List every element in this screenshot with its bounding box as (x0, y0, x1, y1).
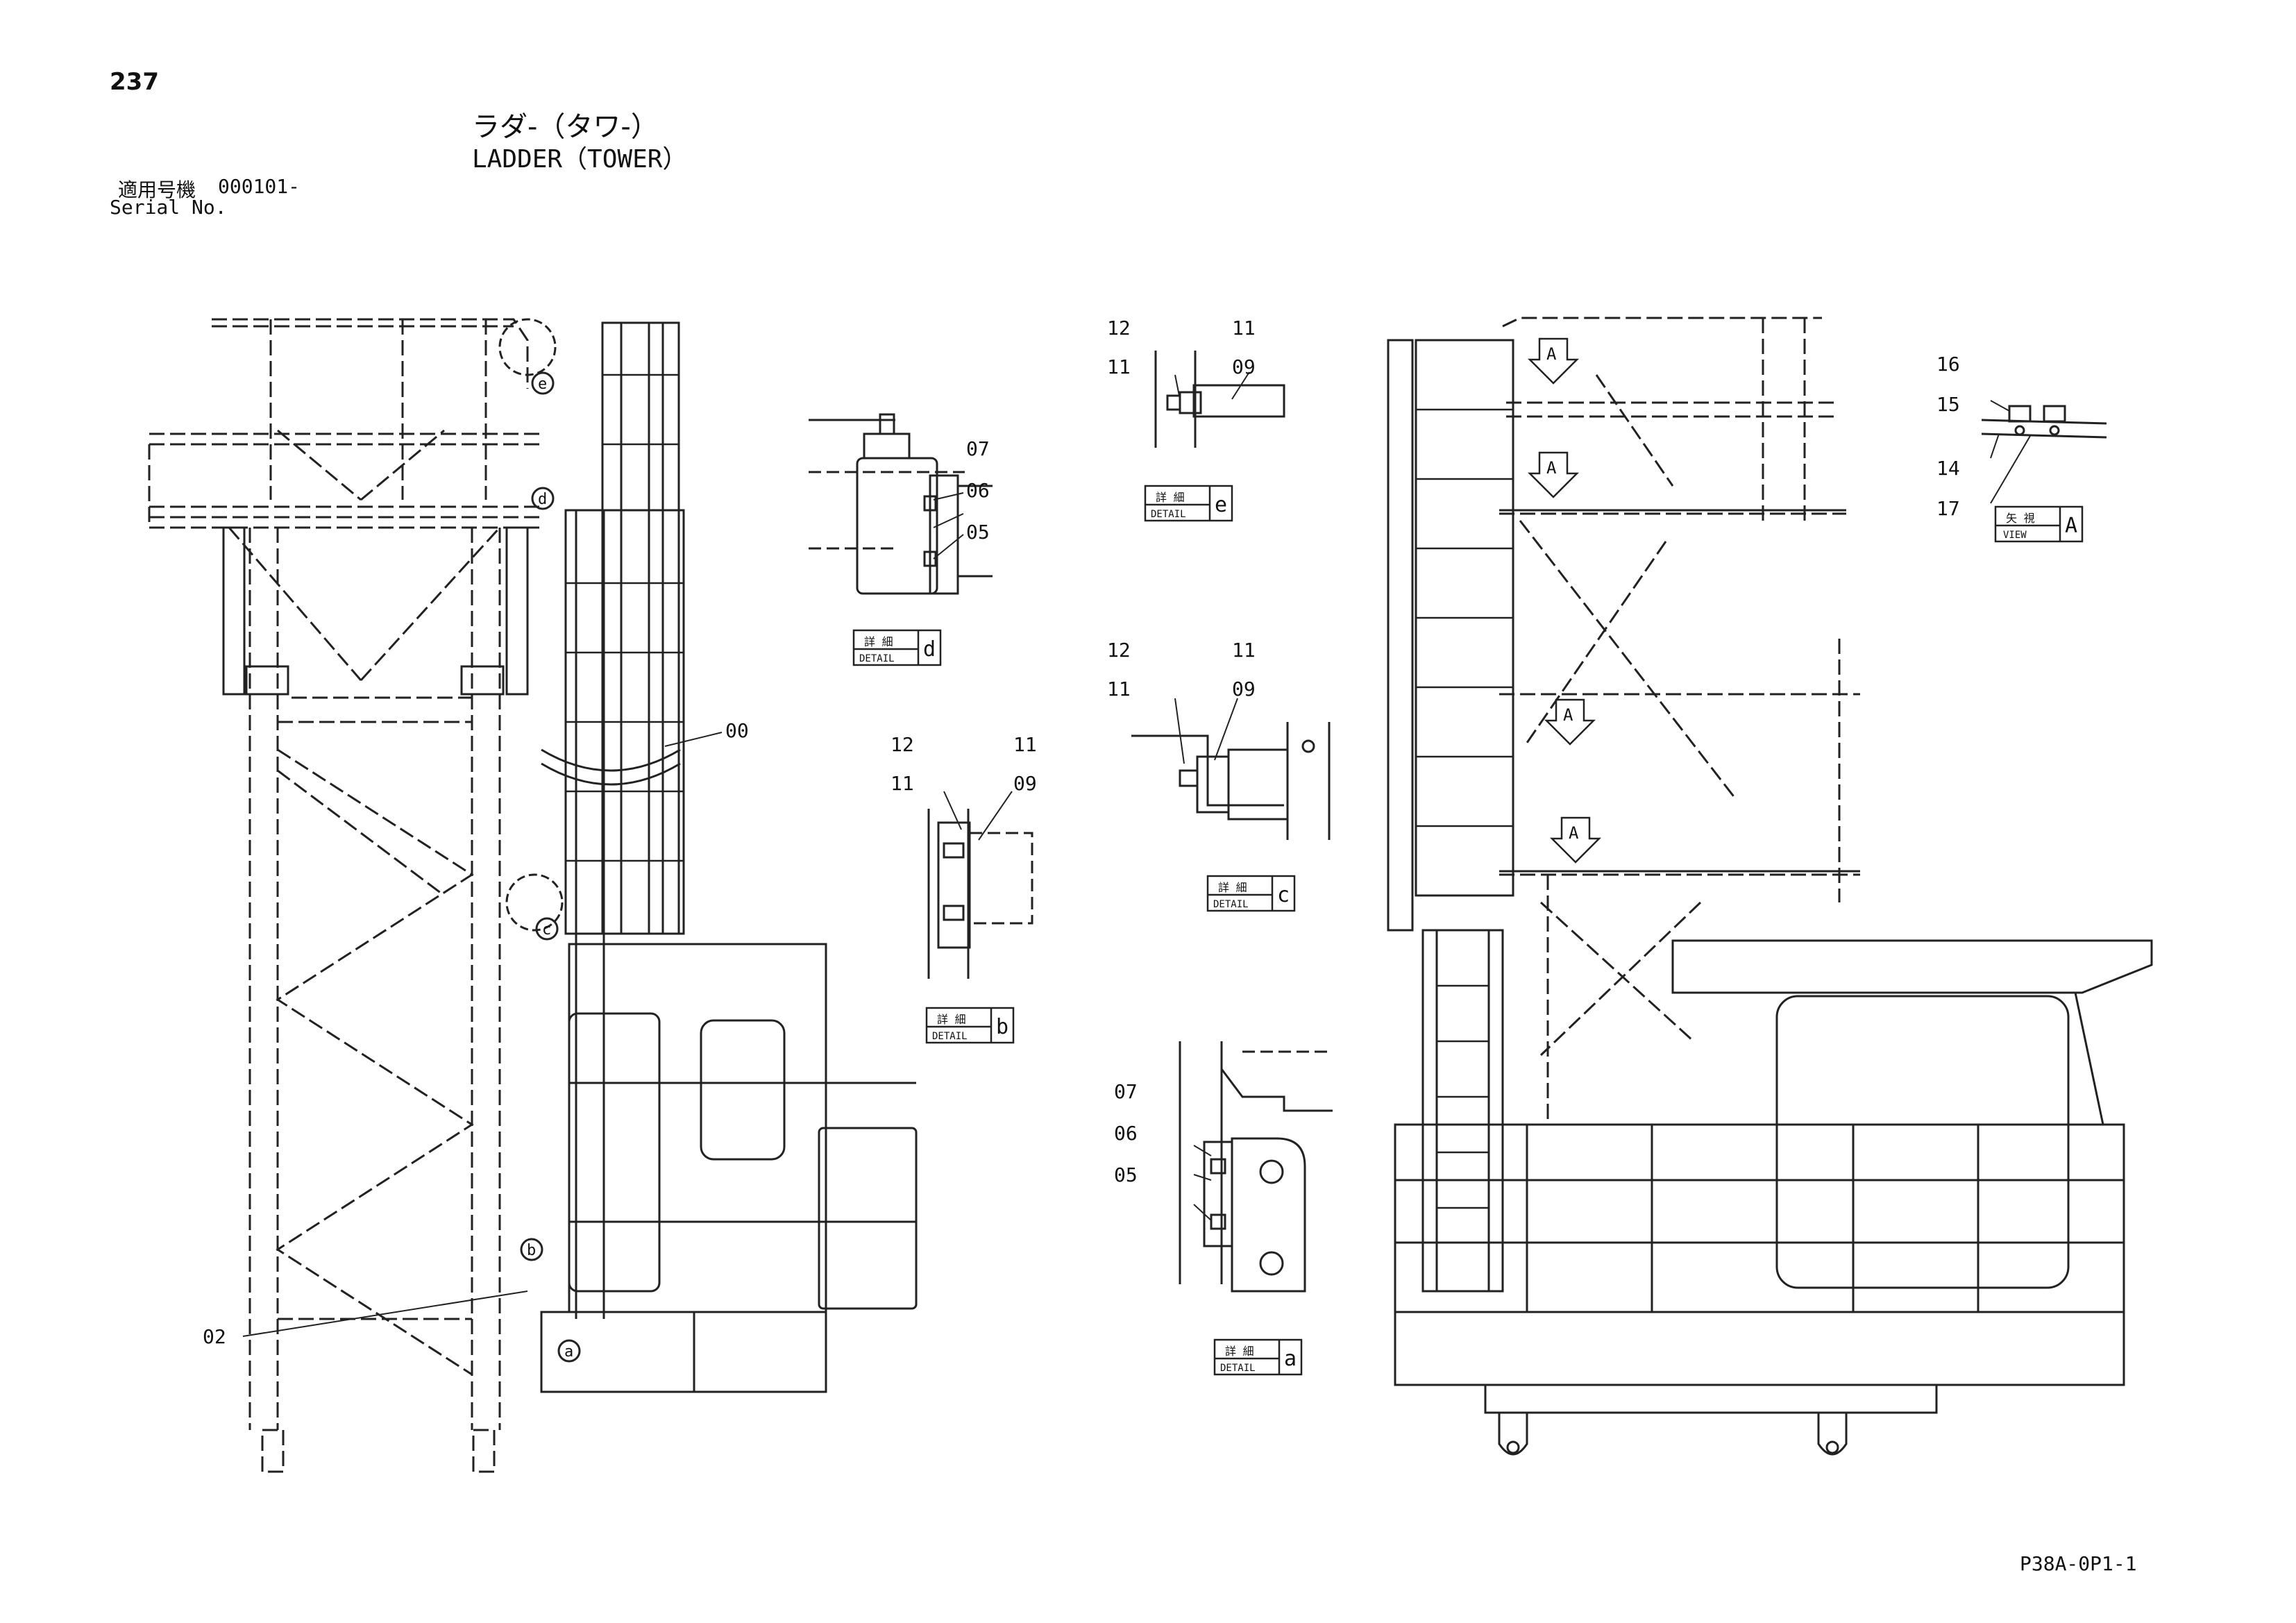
part-number-12-detail-b: 12 (890, 733, 914, 756)
detail-b-label-en: DETAIL (932, 1031, 968, 1042)
part-number-09-detail-c: 09 (1232, 678, 1256, 700)
detail-a-letter: a (1284, 1347, 1297, 1371)
view-a-letter: A (2065, 514, 2077, 538)
detail-e-label-jp: 詳 細 (1156, 491, 1185, 504)
detail-callout-d: d (538, 491, 547, 508)
arrow-a-label-2: A (1546, 458, 1557, 478)
part-number-11-detail-e: 11 (1107, 355, 1131, 378)
detail-d-label-jp: 詳 細 (864, 635, 893, 648)
detail-callout-e: e (538, 376, 547, 393)
arrow-a-label-1: A (1546, 344, 1557, 364)
detail-c-label-jp: 詳 細 (1218, 881, 1247, 894)
part-number-11-detail-b: 11 (890, 772, 914, 795)
part-number-07-detail-a: 07 (1114, 1080, 1138, 1103)
part-number-12-detail-c: 12 (1107, 639, 1131, 662)
detail-a-drawing (1179, 1041, 1333, 1293)
part-number-15: 15 (1936, 393, 1960, 416)
view-a-label-en: VIEW (2003, 530, 2027, 541)
detail-b-drawing (927, 809, 1033, 979)
detail-e-drawing (1154, 351, 1285, 448)
view-a-label-jp: 矢 視 (2006, 512, 2035, 525)
part-number-02: 02 (203, 1325, 226, 1348)
part-number-06-detail-d: 06 (966, 479, 990, 502)
right-front-view (1387, 317, 2153, 1456)
part-number-12-detail-e: 12 (1107, 317, 1131, 339)
detail-a-label-en: DETAIL (1220, 1363, 1256, 1374)
part-number-11-detail-c-right: 11 (1232, 639, 1256, 662)
part-number-00: 00 (725, 719, 749, 742)
detail-d-label-en: DETAIL (859, 653, 895, 664)
part-number-09-detail-e: 09 (1232, 355, 1256, 378)
part-number-14: 14 (1936, 457, 1960, 480)
detail-c-drawing (1131, 722, 1331, 840)
detail-c-label-en: DETAIL (1213, 899, 1249, 910)
part-number-07-detail-d: 07 (966, 437, 990, 460)
part-number-05-detail-d: 05 (966, 521, 990, 544)
detail-callout-a: a (564, 1343, 573, 1361)
part-number-17: 17 (1936, 497, 1960, 520)
left-side-view (148, 318, 918, 1473)
arrow-a-label-4: A (1569, 823, 1579, 843)
detail-b-letter: b (996, 1015, 1008, 1039)
serial-label-japanese: 適用号機 (118, 178, 196, 201)
view-a-drawing (1981, 405, 2107, 439)
detail-a-label-jp: 詳 細 (1225, 1345, 1254, 1358)
part-number-11-detail-b-right: 11 (1013, 733, 1037, 756)
part-number-16: 16 (1936, 353, 1960, 376)
detail-callout-c: c (542, 921, 551, 939)
part-number-11-detail-c: 11 (1107, 678, 1131, 700)
detail-e-label-en: DETAIL (1151, 509, 1186, 520)
drawing-code: P38A-0P1-1 (2020, 1552, 2137, 1575)
page-number: 237 (110, 68, 159, 96)
detail-callout-b: b (527, 1242, 536, 1259)
detail-b-label-jp: 詳 細 (937, 1013, 966, 1026)
part-number-09-detail-b: 09 (1013, 772, 1037, 795)
detail-d-drawing (809, 413, 993, 595)
title-japanese: ラダ-（タワ-） (472, 111, 659, 143)
detail-d-letter: d (923, 637, 936, 662)
title-english: LADDER（TOWER） (472, 145, 688, 174)
part-number-05-detail-a: 05 (1114, 1163, 1138, 1186)
serial-label-english: Serial No. (110, 196, 227, 219)
detail-e-letter: e (1215, 493, 1227, 517)
detail-c-letter: c (1277, 883, 1290, 907)
arrow-a-label-3: A (1563, 705, 1573, 725)
part-number-11-detail-e-right: 11 (1232, 317, 1256, 339)
part-number-06-detail-a: 06 (1114, 1122, 1138, 1145)
serial-number-value: 000101- (218, 175, 301, 198)
